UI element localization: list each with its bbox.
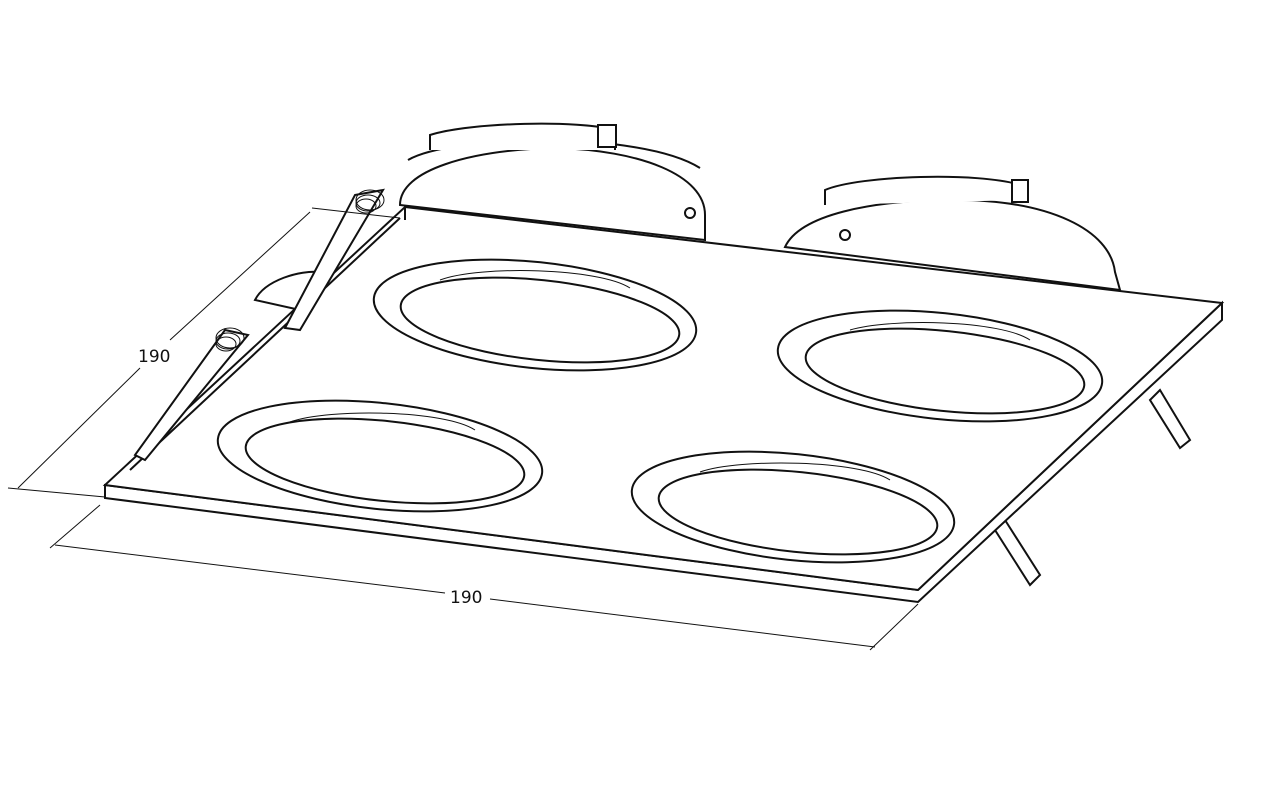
rear-can-left bbox=[398, 122, 706, 242]
trim-plate bbox=[102, 205, 1225, 604]
spring-clips-front bbox=[993, 388, 1192, 587]
dimension-width: 190 bbox=[49, 504, 919, 651]
light-opening-4 bbox=[630, 450, 956, 564]
light-opening-3 bbox=[216, 399, 544, 513]
light-opening-1 bbox=[372, 258, 698, 372]
dimension-depth: 190 bbox=[7, 207, 401, 498]
light-opening-2 bbox=[776, 309, 1104, 423]
dimension-depth-label: 190 bbox=[138, 347, 170, 367]
dimension-width-label: 190 bbox=[450, 588, 482, 608]
rear-can-right bbox=[783, 175, 1122, 292]
torsion-springs-left bbox=[133, 188, 385, 462]
